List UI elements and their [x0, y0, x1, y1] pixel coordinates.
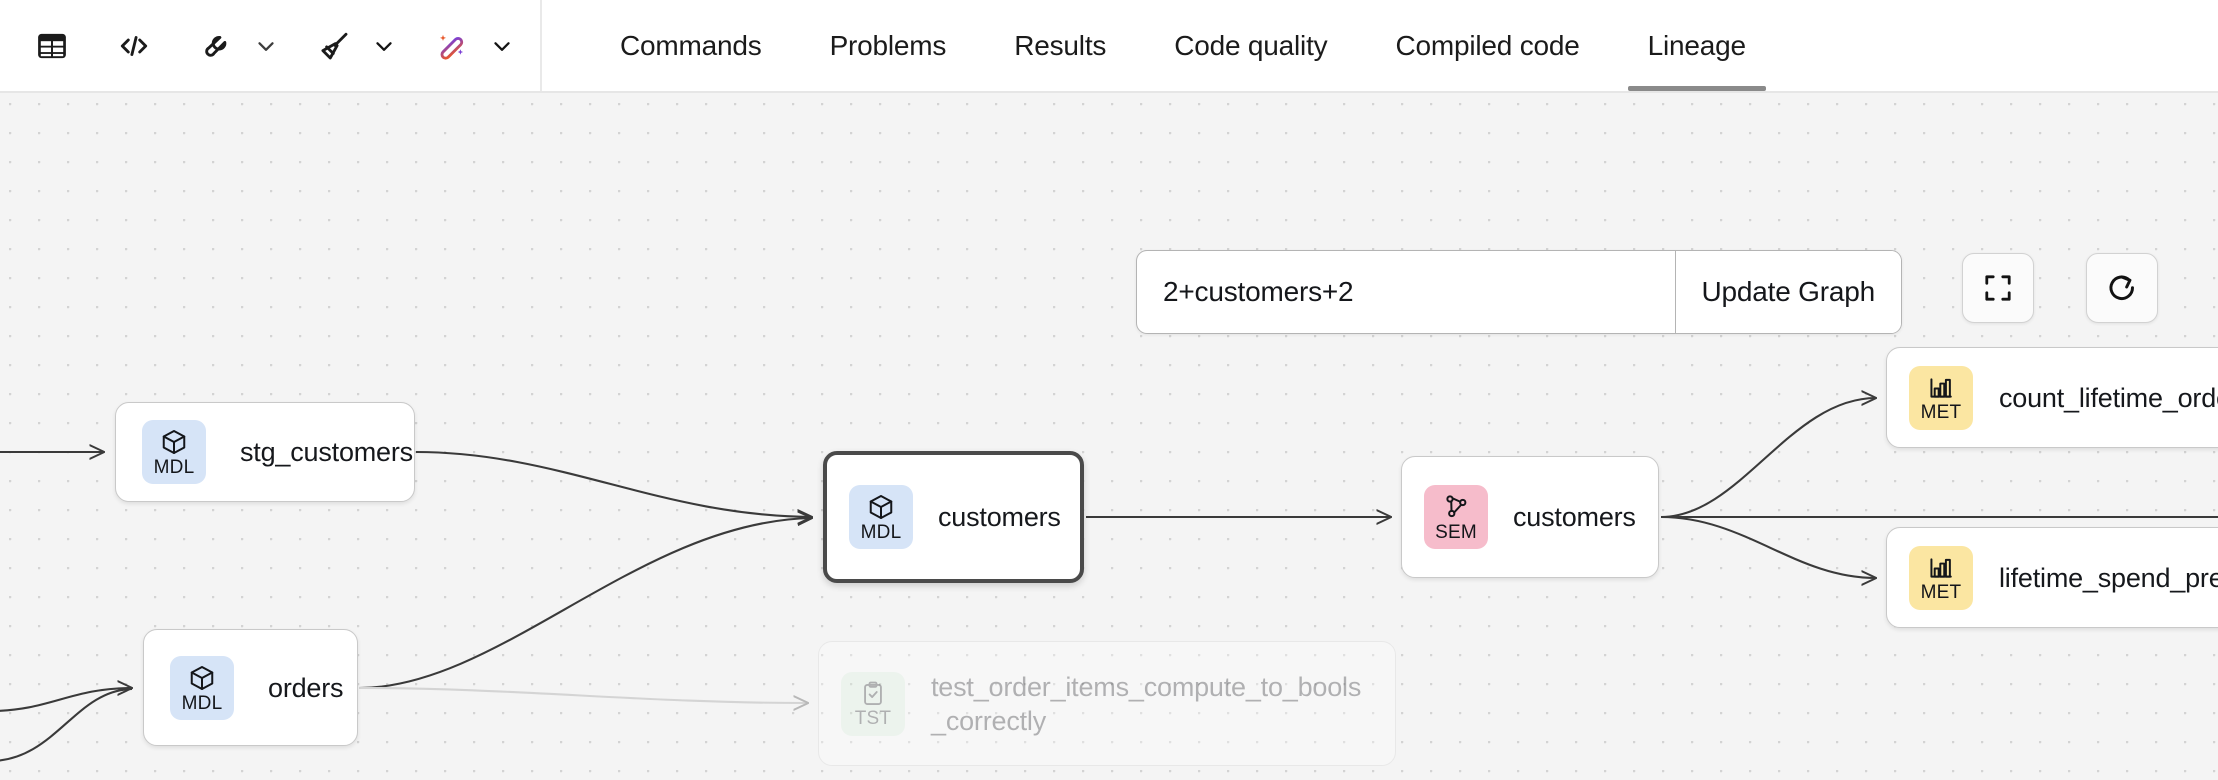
chevron-down-icon[interactable] [246, 20, 286, 72]
badge-label: MET [1920, 401, 1962, 423]
node-label: count_lifetime_orders [1999, 382, 2218, 413]
tab-label: Lineage [1647, 29, 1746, 61]
tab-compiled-code[interactable]: Compiled code [1361, 0, 1613, 91]
code-icon[interactable] [108, 20, 160, 72]
table-icon-svg [38, 33, 66, 58]
tools-dropdown[interactable] [190, 20, 286, 72]
code-icon-svg [120, 35, 148, 56]
met-badge: MET [1909, 545, 1973, 610]
badge-label: SEM [1435, 522, 1477, 543]
network-icon [1446, 495, 1467, 518]
chevron-down-icon-svg [376, 41, 392, 51]
magic-wand-icon-svg [440, 34, 464, 60]
cube-icon [190, 665, 214, 690]
badge-label: MDL [181, 692, 223, 714]
graph-node-stg-customers[interactable]: MDL stg_customers [115, 402, 415, 502]
broom-icon-svg [321, 32, 348, 59]
chevron-down-icon-svg [494, 41, 510, 51]
format-dropdown[interactable] [308, 20, 404, 72]
tab-commands[interactable]: Commands [586, 0, 796, 91]
magic-wand-icon[interactable] [426, 20, 478, 72]
top-toolbar: Commands Problems Results Code quality C… [0, 0, 2218, 93]
graph-node-count-lifetime-orders[interactable]: MET count_lifetime_orders [1886, 347, 2218, 448]
lineage-canvas[interactable]: MDL stg_customers MDL orders MDL custome… [0, 93, 2218, 780]
node-label: test_order_items_compute_to_bools _corre… [931, 671, 1362, 736]
tab-label: Results [1014, 29, 1107, 61]
graph-node-lifetime-spend-pretax[interactable]: MET lifetime_spend_pretax [1886, 527, 2218, 628]
mdl-badge: MDL [142, 420, 206, 484]
node-label: customers [938, 502, 1061, 532]
tab-label: Problems [829, 29, 947, 61]
wrench-icon[interactable] [190, 20, 242, 72]
tab-problems[interactable]: Problems [796, 0, 981, 91]
mdl-badge: MDL [170, 655, 234, 720]
mdl-badge: MDL [849, 485, 913, 549]
graph-search-bar: Update Graph [1136, 250, 1902, 334]
badge-label: MET [1920, 581, 1962, 603]
tab-lineage[interactable]: Lineage [1614, 0, 1780, 91]
chevron-down-icon-svg [258, 41, 274, 51]
fit-view-button[interactable] [1962, 253, 2034, 323]
node-label: lifetime_spend_pretax [1999, 562, 2218, 593]
clipboard-check-icon [864, 681, 882, 705]
graph-node-orders[interactable]: MDL orders [143, 629, 358, 746]
update-graph-button[interactable]: Update Graph [1674, 251, 1901, 333]
chevron-down-icon[interactable] [482, 20, 522, 72]
badge-label: TST [854, 707, 892, 729]
reset-graph-button[interactable] [2086, 253, 2158, 323]
node-label: orders [268, 672, 344, 703]
cube-icon [162, 430, 186, 454]
graph-node-customers-model[interactable]: MDL customers [823, 451, 1084, 583]
graph-search-input[interactable] [1137, 251, 1675, 333]
graph-node-test-order-items[interactable]: TST test_order_items_compute_to_bools _c… [818, 641, 1396, 766]
table-icon[interactable] [26, 20, 78, 72]
reset-icon [2109, 275, 2134, 300]
broom-icon[interactable] [308, 20, 360, 72]
tab-label: Commands [620, 29, 762, 61]
tab-bar: Commands Problems Results Code quality C… [542, 0, 1780, 91]
graph-node-customers-semantic[interactable]: SEM customers [1401, 456, 1659, 578]
cube-icon [869, 495, 893, 519]
bar-chart-icon [1930, 377, 1952, 398]
tab-code-quality[interactable]: Code quality [1140, 0, 1361, 91]
badge-label: MDL [860, 522, 902, 543]
node-label: customers [1513, 502, 1636, 532]
bar-chart-icon [1930, 557, 1952, 578]
chevron-down-icon[interactable] [364, 20, 404, 72]
ai-assist-dropdown[interactable] [426, 20, 522, 72]
update-graph-label: Update Graph [1701, 276, 1876, 307]
tab-results[interactable]: Results [980, 0, 1140, 91]
fit-view-icon [1985, 275, 2011, 301]
node-label: stg_customers [240, 437, 413, 467]
tab-label: Code quality [1174, 29, 1328, 61]
sem-badge: SEM [1424, 485, 1488, 549]
toolbar-icon-group [0, 0, 542, 91]
tab-label: Compiled code [1395, 29, 1580, 61]
badge-label: MDL [153, 457, 195, 478]
tst-badge: TST [841, 671, 905, 736]
wrench-icon-svg [205, 35, 227, 57]
met-badge: MET [1909, 365, 1973, 430]
